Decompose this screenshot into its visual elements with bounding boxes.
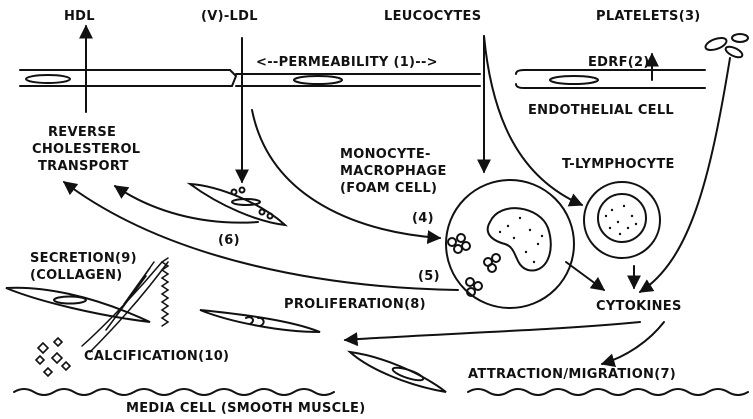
t-lymphocyte-cell (584, 182, 660, 258)
leucocytes-label: LEUCOCYTES (384, 10, 481, 23)
platelets-icon (704, 34, 748, 59)
nucleus-stipple (499, 205, 637, 263)
attraction-migration-label: ATTRACTION/MIGRATION(7) (468, 368, 676, 381)
proliferating-smooth-muscle-cell (200, 310, 320, 332)
cytokines-label: CYTOKINES (596, 300, 682, 313)
cytokines-to-proliferation-arrow (345, 322, 640, 340)
calcification-crystals (36, 338, 70, 376)
monocyte-line-2: MACROPHAGE (340, 163, 447, 180)
monocyte-line-1: MONOCYTE- (340, 146, 447, 163)
vldl-label: (V)-LDL (201, 10, 258, 23)
cytokines-to-migration-arrow (602, 322, 664, 364)
reverse-cholesterol-label: REVERSE CHOLESTEROL TRANSPORT (32, 124, 140, 175)
media-cell-label: MEDIA CELL (SMOOTH MUSCLE) (126, 402, 365, 415)
endothelial-cell-label: ENDOTHELIAL CELL (528, 104, 674, 117)
step6-label: (6) (218, 234, 240, 247)
reverse-line-2: CHOLESTEROL (32, 141, 140, 158)
proliferation-label: PROLIFERATION(8) (284, 298, 426, 311)
step4-label: (4) (412, 212, 434, 225)
reverse-line-1: REVERSE (32, 124, 140, 141)
reverse-line-3: TRANSPORT (32, 158, 140, 175)
secretion-label: SECRETION(9) (COLLAGEN) (30, 250, 137, 284)
permeability-label: <--PERMEABILITY (1)--> (256, 56, 438, 69)
platelets-label: PLATELETS(3) (596, 10, 701, 23)
lipid-smooth-muscle-cell (190, 184, 285, 225)
endothelium-left (20, 70, 480, 86)
media-wavy-line-right (468, 389, 748, 395)
macrophage-to-cytokines-arrow (566, 262, 604, 290)
t-lymphocyte-label: T-LYMPHOCYTE (562, 158, 675, 171)
secreting-smooth-muscle-cell (6, 288, 150, 322)
edrf-label: EDRF(2) (588, 56, 650, 69)
calcification-label: CALCIFICATION(10) (84, 350, 229, 363)
migrating-smooth-muscle-cell (350, 352, 446, 392)
platelet-arrow (640, 58, 730, 292)
step5-label: (5) (418, 270, 440, 283)
leucocyte-arrow-tcell (484, 36, 582, 205)
secretion-line-1: SECRETION(9) (30, 250, 137, 267)
hdl-label: HDL (64, 10, 95, 23)
monocyte-line-3: (FOAM CELL) (340, 180, 447, 197)
endothelium-right (516, 70, 705, 88)
media-wavy-line-left (14, 389, 334, 395)
secretion-line-2: (COLLAGEN) (30, 267, 137, 284)
macrophage-foam-cell (446, 180, 574, 308)
monocyte-macrophage-label: MONOCYTE- MACROPHAGE (FOAM CELL) (340, 146, 447, 197)
